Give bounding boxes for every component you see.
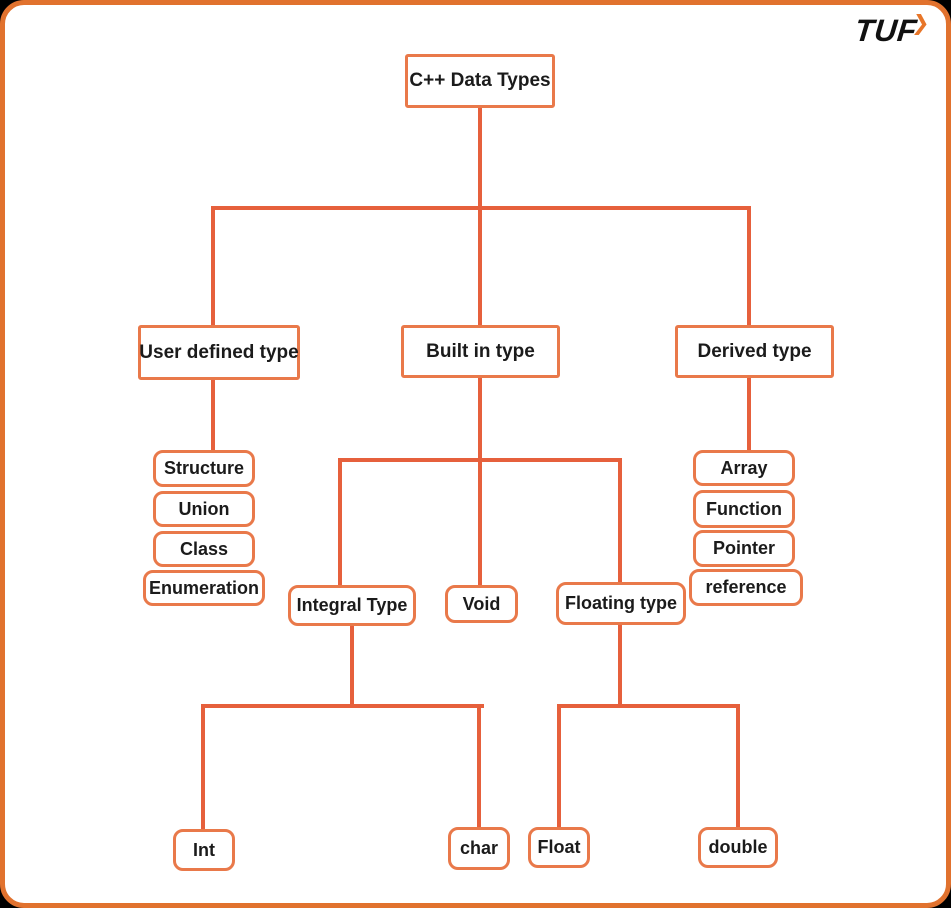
node-float: Float <box>528 827 590 868</box>
connector-built-in-horizontal <box>338 458 622 462</box>
node-double: double <box>698 827 778 868</box>
connector-root-down <box>478 108 482 325</box>
node-int: Int <box>173 829 235 871</box>
node-class: Class <box>153 531 255 567</box>
node-integral-type: Integral Type <box>288 585 416 626</box>
tuf-logo-text: TUF <box>852 13 919 48</box>
connector-built-in-down <box>478 378 482 585</box>
node-floating-type: Floating type <box>556 582 686 625</box>
connector-to-user-defined <box>211 206 215 325</box>
node-cpp-data-types: C++ Data Types <box>405 54 555 108</box>
connector-integral-horizontal <box>201 704 484 708</box>
connector-to-derived <box>747 206 751 325</box>
connector-to-double <box>736 704 740 827</box>
node-derived-type: Derived type <box>675 325 834 378</box>
tuf-logo: TUF ❯ <box>852 12 932 48</box>
connector-integral-down <box>350 625 354 706</box>
node-array: Array <box>693 450 795 486</box>
connector-to-integral <box>338 458 342 585</box>
connector-to-float <box>557 704 561 827</box>
connector-derived-to-array <box>747 378 751 450</box>
node-union: Union <box>153 491 255 527</box>
node-pointer: Pointer <box>693 530 795 567</box>
connector-floating-horizontal <box>557 704 740 708</box>
connector-to-floating <box>618 458 622 582</box>
connector-to-char <box>477 704 481 827</box>
node-user-defined-type: User defined type <box>138 325 300 380</box>
node-function: Function <box>693 490 795 528</box>
connector-floating-down <box>618 625 622 706</box>
tuf-logo-arrow-icon: ❯ <box>911 12 932 35</box>
node-void: Void <box>445 585 518 623</box>
node-reference: reference <box>689 569 803 606</box>
connector-level1-horizontal <box>211 206 751 210</box>
node-char: char <box>448 827 510 870</box>
node-enumeration: Enumeration <box>143 570 265 606</box>
node-built-in-type: Built in type <box>401 325 560 378</box>
connector-to-int <box>201 704 205 829</box>
connector-user-defined-to-structure <box>211 380 215 450</box>
node-structure: Structure <box>153 450 255 487</box>
